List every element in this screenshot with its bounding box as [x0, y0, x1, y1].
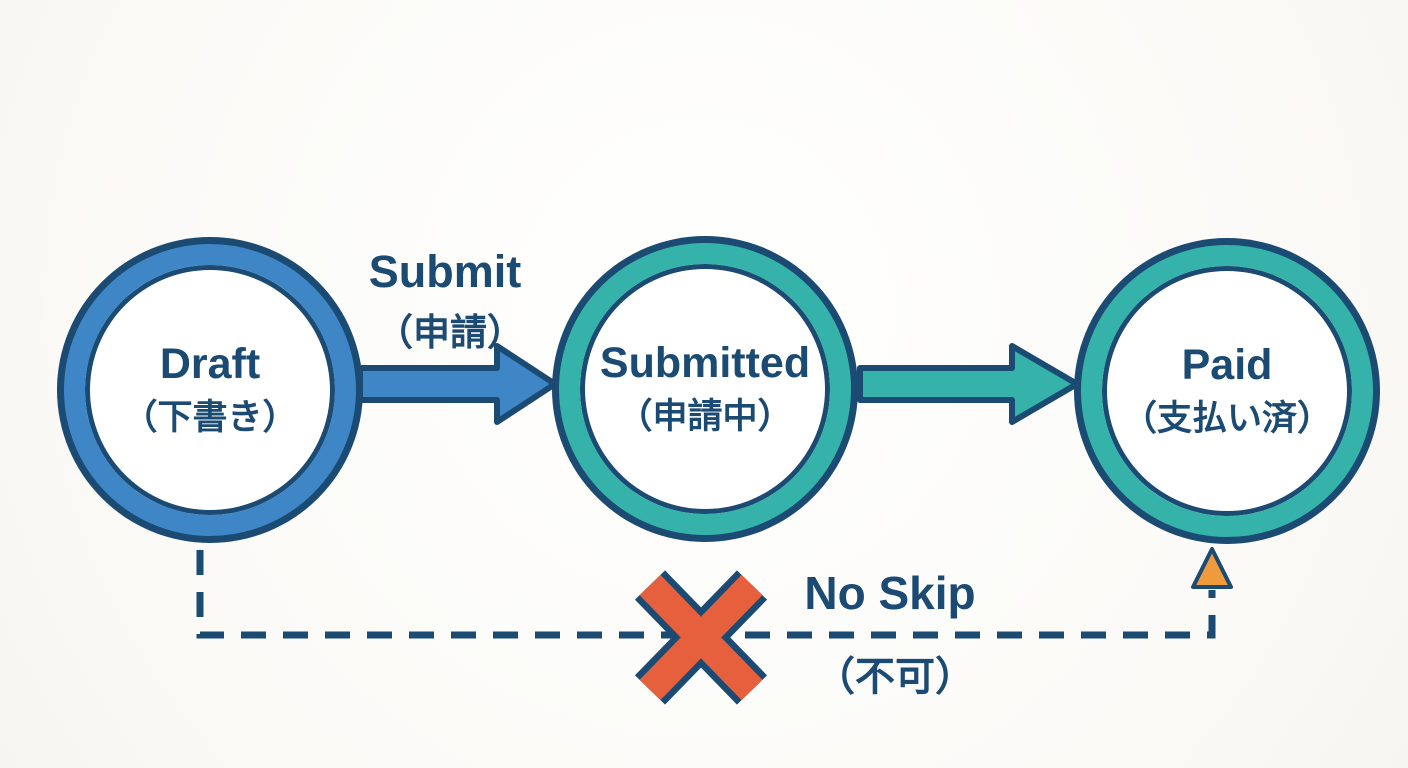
node-label-ja: （申請中） [617, 397, 793, 437]
node-label-en: Paid [1181, 341, 1273, 390]
submit-transition-label-en: Submit [368, 246, 522, 297]
no-skip-label-ja: （不可） [815, 655, 975, 699]
state-node-submitted: Submitted （申請中） [559, 243, 851, 535]
submit-arrow [357, 343, 558, 425]
node-label-en: Draft [159, 340, 261, 389]
no-skip-x-icon [639, 574, 763, 701]
state-node-paid: Paid （支払い済） [1081, 245, 1373, 537]
submitted-to-paid-arrow [857, 343, 1080, 425]
no-skip-label-en: No Skip [804, 567, 976, 619]
node-label-en: Submitted [599, 339, 811, 388]
no-skip-arrowhead-icon [1191, 547, 1233, 589]
node-label-ja: （支払い済） [1121, 399, 1332, 439]
state-node-draft: Draft （下書き） [64, 244, 356, 536]
node-label-ja: （下書き） [122, 398, 298, 438]
submit-transition-label-ja: （申請） [376, 312, 524, 353]
